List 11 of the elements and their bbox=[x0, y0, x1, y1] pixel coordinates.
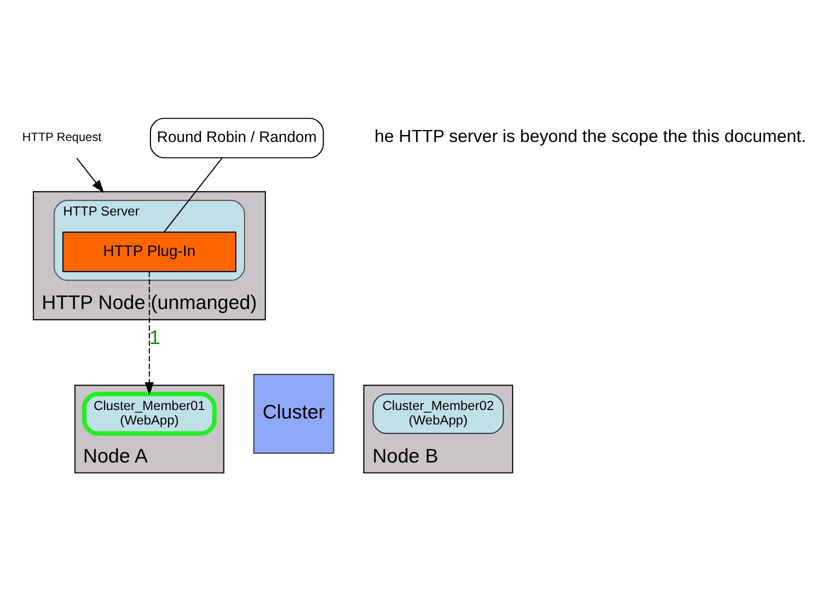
node-box: Cluster bbox=[253, 373, 334, 454]
arrow bbox=[144, 271, 154, 395]
node-box: Round Robin / Random bbox=[150, 117, 324, 158]
node-box: Cluster_Member01 (WebApp) bbox=[82, 391, 217, 436]
node-box: Cluster_Member02 (WebApp) bbox=[372, 393, 504, 434]
node-box: HTTP Plug-In bbox=[62, 231, 236, 272]
label: he HTTP server is beyond the scope the this document. bbox=[374, 126, 806, 146]
arrow bbox=[76, 157, 104, 192]
connector bbox=[164, 157, 222, 232]
node-text: HTTP Request bbox=[22, 130, 102, 144]
edge-label: 1 bbox=[149, 326, 160, 349]
